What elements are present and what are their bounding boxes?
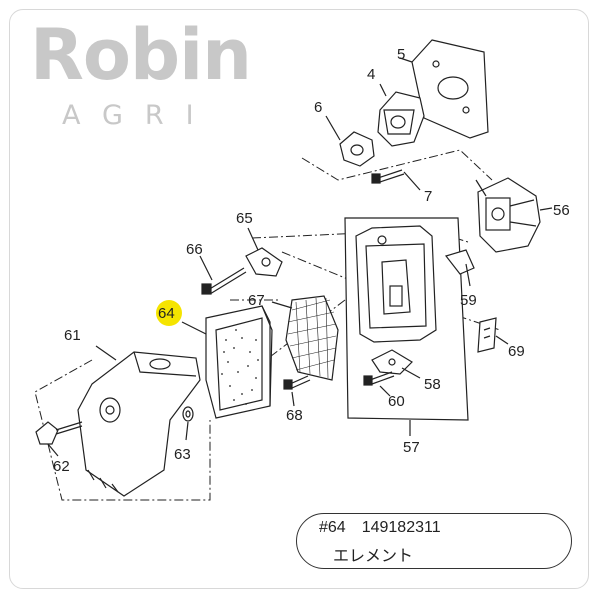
- part-callout-number: #64: [319, 519, 346, 536]
- callout-62: 62: [53, 458, 70, 475]
- callout-67: 67: [248, 292, 265, 309]
- screen-part-67: [271, 295, 339, 381]
- callout-63: 63: [174, 446, 191, 463]
- callout-69: 69: [508, 343, 525, 360]
- clip-part-59: [444, 249, 475, 287]
- callout-60: 60: [388, 393, 405, 410]
- bolt-part-7: [371, 169, 421, 191]
- callout-5: 5: [397, 46, 405, 63]
- bracket-part-58: [371, 349, 421, 379]
- brand-logo-word: Robin: [30, 14, 252, 96]
- knob-part-62: [35, 421, 83, 457]
- callout-57: 57: [403, 439, 420, 456]
- screw-part-60: [363, 371, 395, 397]
- screw-part-68: [283, 375, 311, 407]
- callout-56: 56: [553, 202, 570, 219]
- image-frame: [9, 9, 589, 589]
- callout-61: 61: [64, 327, 81, 344]
- callout-58: 58: [424, 376, 441, 393]
- air-cleaner-case-group-57: [344, 217, 469, 436]
- callout-64: 64: [158, 305, 175, 322]
- air-cleaner-cover-part-61: [77, 345, 201, 497]
- carburetor-part-56: [475, 177, 553, 253]
- callout-66: 66: [186, 241, 203, 258]
- intake-part-4: [377, 83, 425, 147]
- grommet-part-63: [182, 406, 194, 441]
- air-filter-element-part-64: [181, 305, 273, 419]
- part-info-box: #64 149182311 エレメント: [296, 513, 572, 569]
- callout-59: 59: [460, 292, 477, 309]
- part-number: 149182311: [361, 519, 441, 536]
- callout-6: 6: [314, 99, 322, 116]
- callout-4: 4: [367, 66, 375, 83]
- part-info-header: #64 149182311: [319, 519, 457, 537]
- insulator-plate-part-6: [325, 115, 375, 167]
- callout-65: 65: [236, 210, 253, 227]
- gasket-part-5: [399, 39, 489, 139]
- highlight-marker: [156, 300, 182, 326]
- part-name: エレメント: [333, 548, 414, 565]
- label-plate-part-69: [477, 317, 509, 353]
- callout-7: 7: [424, 188, 432, 205]
- plate-part-65: [245, 227, 283, 277]
- callout-68: 68: [286, 407, 303, 424]
- bolt-part-66: [199, 255, 247, 295]
- brand-logo-subtitle: AGRI: [62, 100, 216, 131]
